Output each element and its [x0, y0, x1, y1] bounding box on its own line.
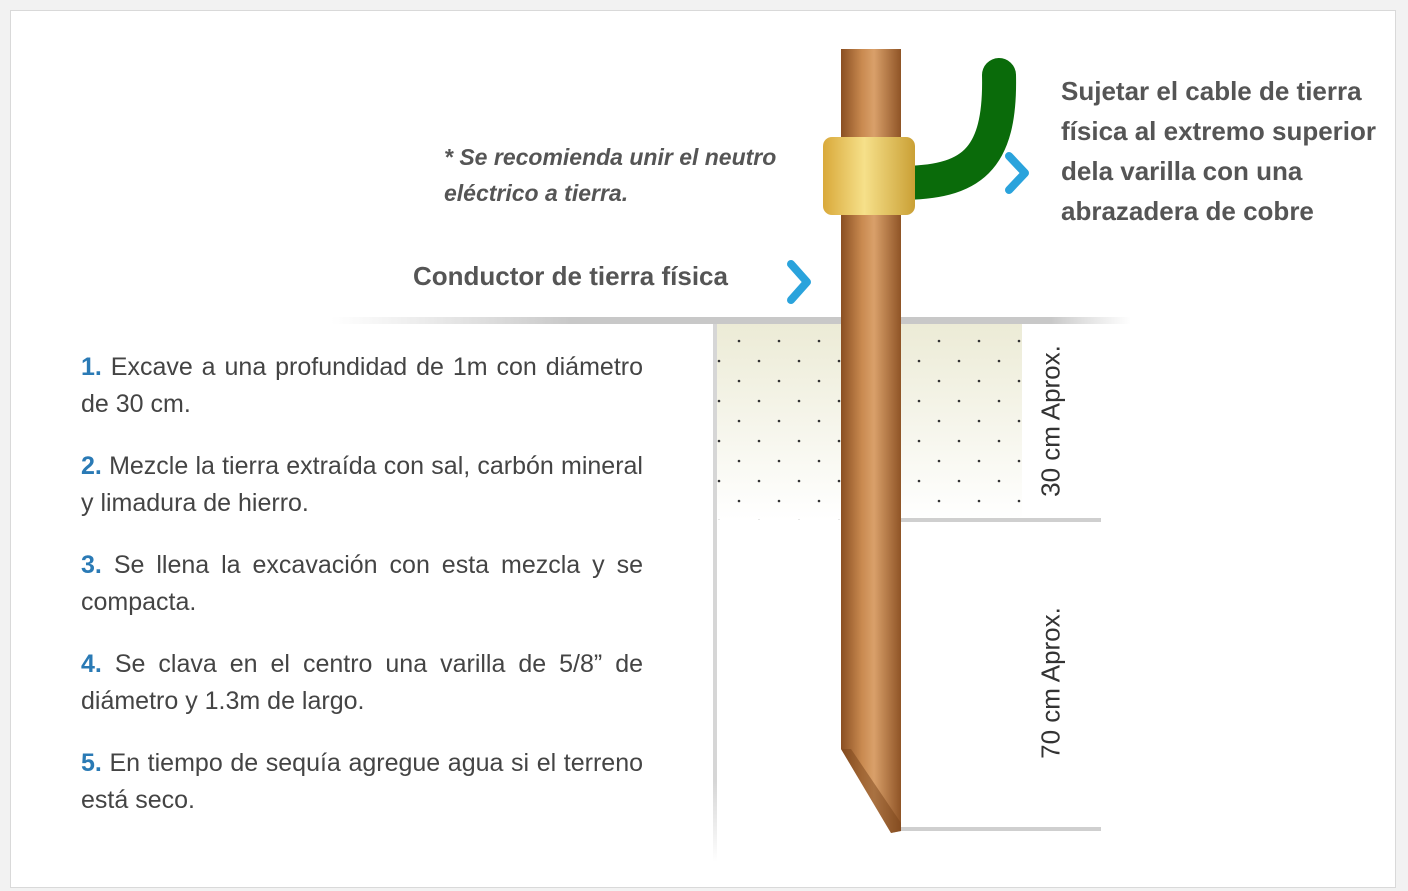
step-text: Se llena la excavación con esta mezcla y… [81, 551, 643, 616]
ground-surface-line [331, 317, 1131, 324]
neutral-ground-note: * Se recomienda unir el neutro eléctrico… [444, 144, 777, 206]
step-item: 2. Mezcle la tierra extraída con sal, ca… [81, 448, 643, 522]
step-item: 3. Se llena la excavación con esta mezcl… [81, 547, 643, 621]
excavation-wall [713, 324, 717, 862]
step-text: En tiempo de sequía agregue agua si el t… [81, 749, 643, 814]
copper-clamp [823, 137, 915, 215]
step-item: 5. En tiempo de sequía agregue agua si e… [81, 745, 643, 819]
dimension-label-30cm: 30 cm Aprox. [1035, 345, 1066, 497]
copper-rod [841, 49, 901, 833]
conductor-arrow-icon [787, 260, 811, 304]
step-text: Mezcle la tierra extraída con sal, carbó… [81, 452, 643, 517]
conductor-label: Conductor de tierra física [413, 261, 728, 291]
step-number: 3. [81, 551, 102, 579]
step-number: 4. [81, 650, 102, 678]
step-item: 4. Se clava en el centro una varilla de … [81, 646, 643, 720]
clamp-arrow-icon [1005, 152, 1029, 194]
ground-cable [882, 58, 1017, 200]
step-item: 1. Excave a una profundidad de 1m con di… [81, 349, 643, 423]
instruction-steps: 1. Excave a una profundidad de 1m con di… [81, 349, 643, 844]
clamp-instruction: Sujetar el cable de tierra física al ext… [1061, 76, 1377, 226]
rod-tip-shadow [841, 749, 901, 833]
step-number: 5. [81, 749, 102, 777]
step-text: Se clava en el centro una varilla de 5/8… [81, 650, 643, 715]
diagram-card: * Se recomienda unir el neutro eléctrico… [10, 10, 1396, 888]
grounding-diagram [331, 49, 1131, 862]
step-text: Excave a una profundidad de 1m con diáme… [81, 353, 643, 418]
step-number: 1. [81, 353, 102, 381]
step-number: 2. [81, 452, 102, 480]
dimension-label-70cm: 70 cm Aprox. [1035, 607, 1066, 759]
